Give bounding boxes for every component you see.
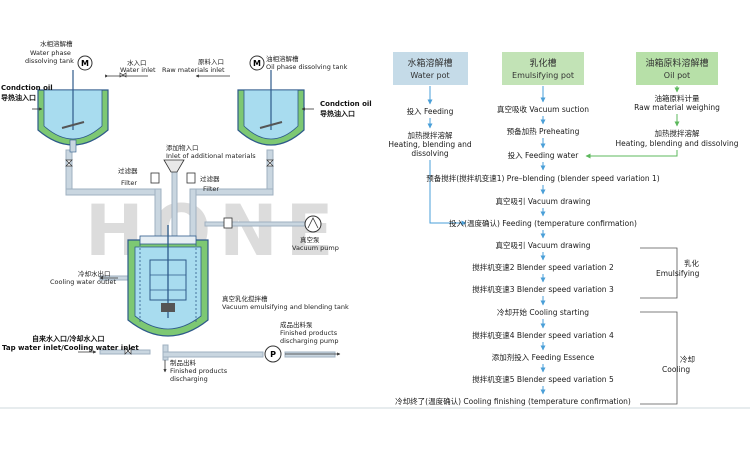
emulsify-phase-label-en: Emulsifying — [656, 269, 700, 278]
oil-step-2: Raw material weighing — [634, 103, 720, 112]
header-oil-pot: 油箱原料溶解槽 Oil pot — [636, 52, 718, 85]
oil-tank-motor: M — [249, 55, 265, 71]
water-inlet-label-en: Water inlet — [120, 66, 156, 74]
svg-text:P: P — [270, 350, 276, 359]
emulsify-tank-label-en: Vacuum emulsifying and blending tank — [222, 303, 349, 311]
tap-inlet-label-cn: 自来水入口/冷却水入口 — [32, 334, 105, 343]
phase-brackets: 乳化 Emulsifying 冷却 Cooling — [640, 247, 700, 405]
main-step-10: 冷却开始 Cooling starting — [497, 307, 589, 317]
water-step-4: dissolving — [411, 149, 449, 158]
apparatus: M M — [1, 39, 372, 383]
apparatus-labels: 水相溶解槽 Water phase dissolving tank 水入口 Wa… — [1, 39, 372, 383]
product-pump-label-cn: 成品出料泵 — [280, 320, 313, 329]
main-step-4: 预备搅拌(搅拌机变速1) Pre–blending (blender speed… — [426, 173, 659, 183]
water-column: 投入 Feeding 加热搅拌溶解 Heating, blending and … — [388, 86, 472, 226]
oil-tank-label-cn: 油相溶解槽 — [266, 54, 299, 63]
oil-phase-tank — [237, 70, 305, 146]
cooling-phase-label-en: Cooling — [662, 365, 690, 374]
svg-text:Emulsifying pot: Emulsifying pot — [512, 71, 574, 80]
emulsifying-tank — [127, 225, 209, 337]
oil-step-4: Heating, blending and dissolving — [616, 139, 739, 148]
main-step-9: 搅拌机变速3 Blender speed variation 3 — [472, 284, 614, 294]
product-out-label-en2: discharging — [170, 375, 208, 383]
svg-text:水箱溶解槽: 水箱溶解槽 — [407, 57, 452, 69]
main-step-13: 搅拌机变速5 Blender speed variation 5 — [472, 374, 614, 384]
header-water-pot: 水箱溶解槽 Water pot — [393, 52, 468, 85]
condction-oil-left-cn: 导热油入口 — [1, 93, 36, 102]
condction-oil-right-cn: 导热油入口 — [320, 109, 355, 118]
emulsify-phase-label-cn: 乳化 — [684, 258, 699, 268]
product-pump-label-en2: discharging pump — [280, 337, 339, 345]
header-emulsifying-pot: 乳化槽 Emulsifying pot — [502, 52, 584, 85]
cooling-outlet-label-en: Cooling water outlet — [50, 278, 116, 286]
additional-inlet-label-en: Inlet of additional materials — [166, 152, 256, 160]
filter-right-label-cn: 过滤器 — [200, 174, 220, 183]
main-step-7: 真空吸引 Vacuum drawing — [495, 240, 590, 250]
product-pump-label-en1: Finished products — [280, 329, 338, 337]
svg-text:乳化槽: 乳化槽 — [529, 57, 556, 69]
filter-left-label-cn: 过滤器 — [118, 166, 138, 175]
oil-step-3: 加热搅拌溶解 — [655, 128, 700, 138]
tap-inlet-label-en: Tap water inlet/Cooling water inlet — [2, 344, 139, 352]
condction-oil-left-en: Condction oil — [1, 84, 53, 92]
water-phase-tank — [37, 70, 109, 153]
raw-inlet-label-cn: 原料入口 — [198, 57, 224, 66]
oil-tank-label-en: Oil phase dissolving tank — [266, 63, 348, 71]
main-step-3: 投入 Feeding water — [508, 150, 580, 160]
main-step-8: 搅拌机变速2 Blender speed variation 2 — [472, 262, 614, 272]
product-pump-icon: P — [264, 345, 282, 363]
main-step-11: 搅拌机变速4 Blender speed variation 4 — [472, 330, 614, 340]
svg-text:M: M — [253, 59, 261, 68]
filter-left-icon — [150, 172, 160, 184]
emulsify-tank-label-cn: 真空乳化搅拌槽 — [222, 294, 268, 303]
filter-right-label-en: Filter — [203, 185, 219, 193]
additional-hopper-icon — [163, 159, 185, 173]
main-step-1: 真空吸收 Vacuum suction — [497, 104, 589, 114]
main-step-2: 预备加热 Preheating — [507, 126, 580, 136]
svg-text:Oil pot: Oil pot — [664, 71, 690, 80]
condction-oil-right-en: Condction oil — [320, 100, 372, 108]
vacuum-pump-label-cn: 真空泵 — [300, 235, 320, 244]
water-tank-motor: M — [77, 55, 93, 71]
main-step-12: 添加剂投入 Feeding Essence — [492, 352, 595, 362]
cooling-phase-label-cn: 冷却 — [680, 354, 695, 364]
vacuum-pump-icon — [223, 215, 322, 233]
water-step-3: Heating, blending and — [388, 140, 471, 149]
additional-inlet-label-cn: 添加物入口 — [166, 143, 199, 152]
apparatus-arrows — [32, 74, 341, 373]
water-step-1: 投入 Feeding — [407, 106, 454, 116]
svg-text:油箱原料溶解槽: 油箱原料溶解槽 — [645, 57, 708, 69]
cooling-outlet-label-cn: 冷却水出口 — [78, 269, 111, 278]
main-step-14: 冷却终了(温度确认) Cooling finishing (temperatur… — [395, 396, 631, 406]
water-tank-label-en1: Water phase — [30, 49, 71, 57]
main-step-6: 投入(温度确认) Feeding (temperature confirmati… — [449, 218, 637, 228]
water-tank-label-en2: dissolving tank — [25, 57, 74, 65]
oil-column: 油箱原料计量 Raw material weighing 加热搅拌溶解 Heat… — [585, 86, 739, 159]
vacuum-pump-label-en: Vacuum pump — [292, 244, 339, 252]
filter-right-icon — [186, 172, 196, 184]
water-step-2: 加热搅拌溶解 — [408, 130, 453, 140]
process-flow: 水箱溶解槽 Water pot 乳化槽 Emulsifying pot 油箱原料… — [388, 52, 739, 406]
main-step-5: 真空吸引 Vacuum drawing — [495, 196, 590, 206]
filter-left-label-en: Filter — [121, 179, 137, 187]
product-out-label-cn: 制品出料 — [170, 358, 197, 367]
water-tank-label-cn: 水相溶解槽 — [40, 39, 73, 48]
watermark: HONE — [85, 190, 342, 272]
product-out-label-en1: Finished products — [170, 367, 228, 375]
oil-step-1: 油箱原料计量 — [655, 93, 700, 103]
svg-text:Water pot: Water pot — [410, 71, 449, 80]
water-inlet-label-cn: 水入口 — [127, 58, 147, 67]
raw-inlet-label-en: Raw materials inlet — [162, 66, 225, 74]
svg-text:M: M — [81, 59, 89, 68]
main-column: 真空吸收 Vacuum suction 预备加热 Preheating 投入 F… — [395, 86, 660, 406]
